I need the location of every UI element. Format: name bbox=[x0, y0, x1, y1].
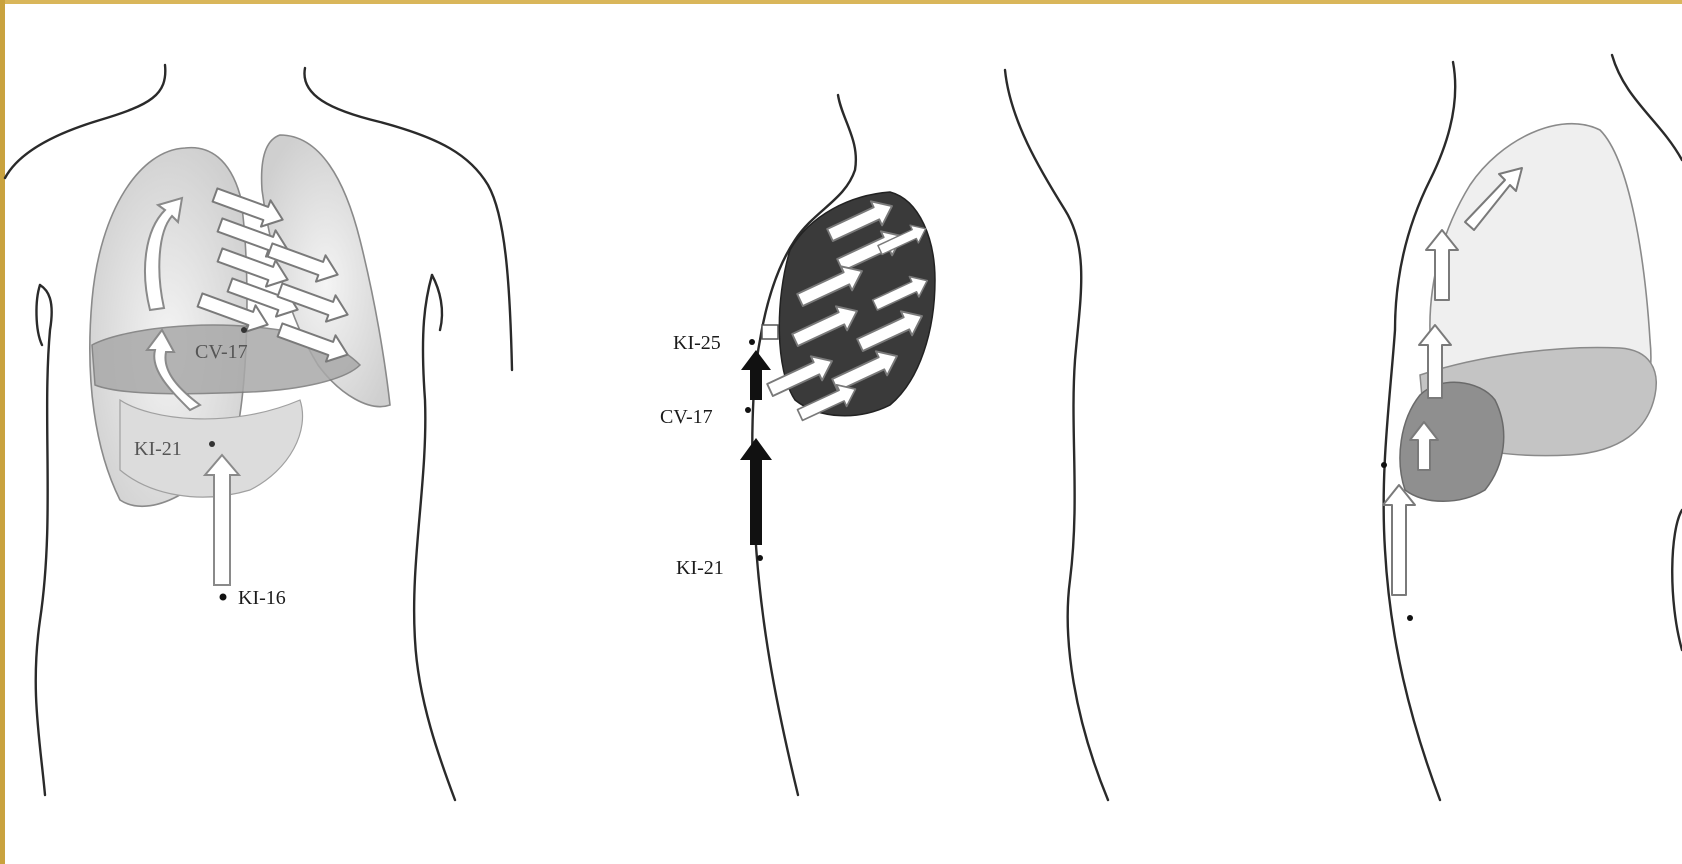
side-label-ki21: KI-21 bbox=[676, 557, 724, 579]
right-heart-shape bbox=[1400, 382, 1504, 501]
front-upward-arrow-ki16 bbox=[205, 455, 239, 585]
front-point-ki16 bbox=[220, 594, 227, 601]
side-point-cv17 bbox=[745, 407, 751, 413]
side-point-ki25 bbox=[749, 339, 755, 345]
front-point-ki21 bbox=[209, 441, 215, 447]
side-black-arrow-upper bbox=[741, 350, 771, 400]
side-label-ki25: KI-25 bbox=[673, 332, 721, 354]
front-label-ki16: KI-16 bbox=[238, 587, 286, 609]
right-point-upper bbox=[1381, 462, 1387, 468]
front-label-cv17: CV-17 bbox=[195, 341, 248, 363]
side-ki25-marker bbox=[762, 325, 778, 339]
side-point-ki21 bbox=[757, 555, 763, 561]
front-view-panel: CV-17 KI-21 KI-16 bbox=[5, 65, 512, 800]
side-body-outline bbox=[752, 70, 1108, 800]
side-view-panel: KI-25 CV-17 KI-21 bbox=[660, 70, 1108, 800]
side-label-cv17: CV-17 bbox=[660, 406, 713, 428]
front-point-cv17 bbox=[241, 327, 247, 333]
right-view-panel bbox=[1381, 55, 1682, 800]
side-black-arrow-lower bbox=[740, 438, 772, 545]
front-label-ki21: KI-21 bbox=[134, 438, 182, 460]
right-point-lower bbox=[1407, 615, 1413, 621]
